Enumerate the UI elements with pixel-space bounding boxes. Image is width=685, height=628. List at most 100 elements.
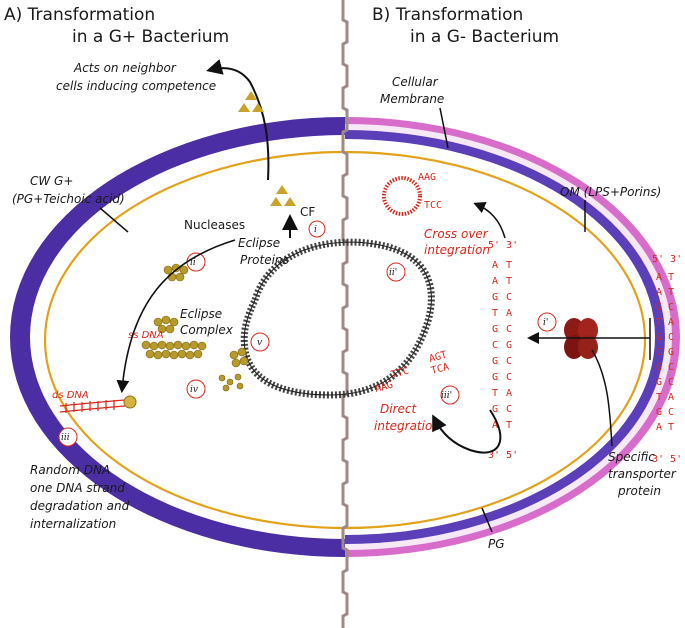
step-i: i xyxy=(314,225,317,235)
base-right: C xyxy=(506,292,512,303)
random-label-4: internalization xyxy=(30,517,116,531)
ds-dna-label: ds DNA xyxy=(52,390,89,401)
base-right: C xyxy=(668,407,674,418)
base-left: T xyxy=(656,317,662,328)
step-v-badge xyxy=(250,332,270,352)
base-right: A xyxy=(506,308,512,319)
gneg-envelope xyxy=(345,117,680,557)
base-right: G xyxy=(506,340,512,351)
step-iv: iv xyxy=(190,385,198,395)
loop-bases-top: AAG xyxy=(418,172,436,183)
direct-bases-4: AAG xyxy=(374,380,394,395)
base-right: A xyxy=(668,317,674,328)
cf-triangles xyxy=(238,91,296,206)
cw-label-1: CW G+ xyxy=(30,174,73,188)
cw-pointer xyxy=(99,207,129,233)
base-right: C xyxy=(668,302,674,313)
base-left: G xyxy=(656,362,662,373)
ss-dna-label: ss DNA xyxy=(128,330,164,341)
random-label-3: degradation and xyxy=(30,499,130,513)
base-left: G xyxy=(656,302,662,313)
uptake-protein xyxy=(123,395,137,409)
panel-b-title-1: B) Transformation xyxy=(372,5,523,25)
base-left: A xyxy=(492,260,498,271)
base-left: G xyxy=(492,324,498,335)
direct-bases-3: TTC xyxy=(390,366,410,381)
base-right: C xyxy=(506,404,512,415)
step-iv-badge xyxy=(186,379,206,399)
base-right: A xyxy=(506,388,512,399)
cf-label: CF xyxy=(300,205,315,219)
direct-label-2: integration xyxy=(374,419,440,433)
random-label-2: one DNA strand xyxy=(30,481,125,495)
eclipse-proteins-1: Eclipse xyxy=(238,236,280,250)
strand-top-outer: 5' 3' xyxy=(652,254,682,265)
base-right: T xyxy=(668,287,674,298)
direct-arrow xyxy=(432,409,502,454)
base-right: G xyxy=(668,347,674,358)
strand-bottom-inner: 3' 5' xyxy=(488,450,518,461)
base-left: G xyxy=(492,356,498,367)
base-left: A xyxy=(656,422,662,433)
step-iii-badge xyxy=(58,427,78,447)
membrane-pointer xyxy=(439,107,449,149)
step-ii: ii xyxy=(190,258,196,268)
base-left: C xyxy=(492,340,498,351)
step-i-prime-badge xyxy=(537,312,557,332)
base-right: T xyxy=(506,276,512,287)
base-right: C xyxy=(506,372,512,383)
base-right: T xyxy=(668,422,674,433)
base-right: C xyxy=(668,362,674,373)
base-left: G xyxy=(656,407,662,418)
cf-export-arrow xyxy=(206,59,270,181)
transporter-label-3: protein xyxy=(617,484,661,498)
base-left: G xyxy=(492,404,498,415)
step-iii-prime: iii' xyxy=(441,391,452,401)
random-label-1: Random DNA xyxy=(30,463,110,477)
panel-a-title-2: in a G+ Bacterium xyxy=(72,27,229,47)
step-ii-prime: ii' xyxy=(389,268,397,278)
base-left: A xyxy=(492,276,498,287)
base-left: T xyxy=(492,308,498,319)
base-left: G xyxy=(656,332,662,343)
strand-top-inner: 5' 3' xyxy=(488,240,518,251)
eclipse-complex-1: Eclipse xyxy=(180,307,222,321)
step-i-prime: i' xyxy=(543,318,548,328)
base-right: C xyxy=(506,324,512,335)
om-label: OM (LPS+Porins) xyxy=(560,185,661,199)
base-right: C xyxy=(668,377,674,388)
ds-dna xyxy=(59,399,126,413)
base-left: A xyxy=(656,287,662,298)
crossover-label-2: integration xyxy=(424,243,490,257)
base-left: A xyxy=(492,420,498,431)
base-left: C xyxy=(656,347,662,358)
base-right: T xyxy=(506,260,512,271)
base-left: T xyxy=(656,392,662,403)
crossover-loop xyxy=(382,176,422,216)
base-right: T xyxy=(506,420,512,431)
transporter-label-2: transporter xyxy=(608,467,677,481)
acts-label-1: Acts on neighbor xyxy=(73,61,177,75)
base-left: G xyxy=(656,377,662,388)
membrane-label-1: Cellular xyxy=(392,75,439,89)
panel-b-title-2: in a G- Bacterium xyxy=(410,27,559,47)
nuclease-arrow xyxy=(116,239,236,394)
strand-bottom-outer: 3' 5' xyxy=(652,454,682,465)
base-left: A xyxy=(656,272,662,283)
panel-divider xyxy=(341,0,349,628)
pg-pointer xyxy=(481,507,493,533)
base-right: T xyxy=(668,272,674,283)
base-right: C xyxy=(668,332,674,343)
eclipse-complex-2: Complex xyxy=(180,323,234,337)
eclipse-protein-cluster xyxy=(141,263,249,392)
membrane-label-2: Membrane xyxy=(380,92,444,106)
crossover-label-1: Cross over xyxy=(424,227,489,241)
step-v: v xyxy=(257,338,262,348)
direct-label-1: Direct xyxy=(380,402,417,416)
step-iii: iii xyxy=(61,433,70,443)
direct-bases-2: TCA xyxy=(430,362,450,377)
